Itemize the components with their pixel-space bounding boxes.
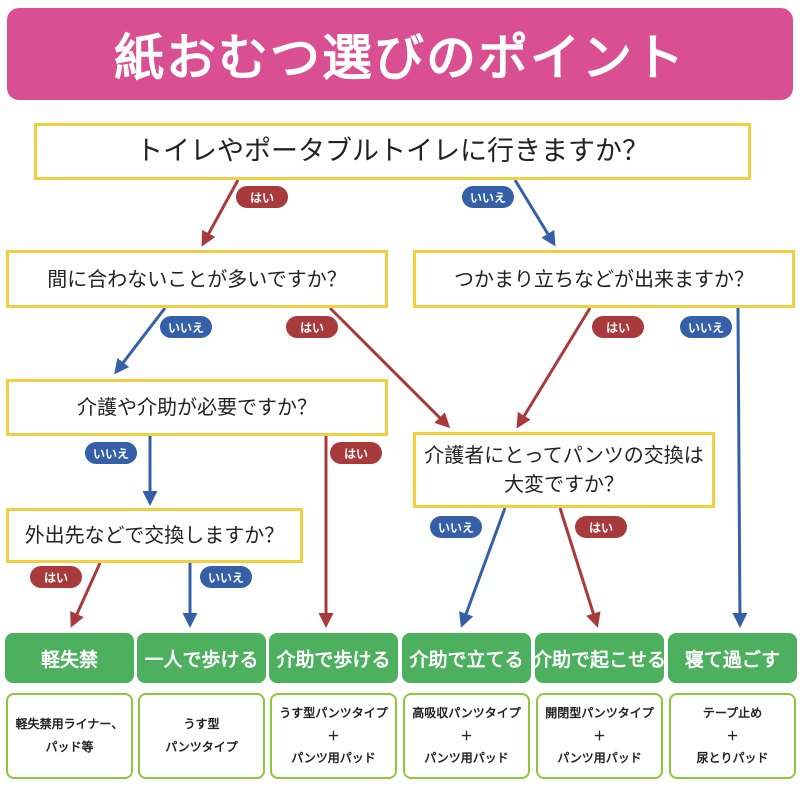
no-label-q2: いいえ [160,316,212,338]
product-walk-assisted: うす型パンツタイプ ＋ パンツ用パッド [270,693,397,779]
yes-label-q3: はい [592,316,644,338]
question-often-late-text: 間に合わないことが多いですか？ [47,266,347,291]
product-sit-up-assisted: 開閉型パンツタイプ ＋ パンツ用パッド [536,693,663,779]
result-stand-assisted-label: 介助で立てる [409,648,524,671]
question-care-needed: 介護や介助が必要ですか？ [6,379,388,436]
product-line: 軽失禁用ライナー、 [15,717,124,732]
arrow-q3-no [732,307,748,628]
arrow-q2-no [114,307,167,375]
product-line: パッド等 [45,740,94,754]
result-walk-assisted: 介助で歩ける [269,633,398,683]
result-sit-up-assisted: 介助で起こせる [533,633,667,683]
arrow-q5-no [459,507,507,628]
question-toilet-text: トイレやポータブルトイレに行きますか？ [136,135,649,167]
question-change-outside: 外出先などで交換しますか？ [6,508,303,563]
product-plus: ＋ [460,728,473,743]
product-line: テープ止め [702,705,763,720]
product-line: うす型パンツタイプ [279,705,388,720]
question-care-needed-text: 介護や介助が必要ですか？ [77,395,317,419]
no-label-q1: いいえ [462,186,514,208]
product-stand-assisted: 高吸収パンツタイプ ＋ パンツ用パッド [403,693,530,779]
product-plus: ＋ [327,728,340,743]
result-walk-alone: 一人で歩ける [137,633,266,683]
arrow-q2-yes [328,306,451,429]
product-plus: ＋ [726,728,739,743]
yes-label-q1: はい [236,186,288,208]
result-bedridden: 寝て過ごす [668,633,797,683]
result-walk-alone-label: 一人で歩ける [144,648,259,671]
question-stand-holding-text: つかまり立ちなどが出来ますか？ [454,266,754,291]
page-title: 紙おむつ選びのポイント [114,29,686,87]
title-banner: 紙おむつ選びのポイント [7,8,793,100]
product-plus: ＋ [593,728,606,743]
product-walk-alone: うす型 パンツタイプ [138,693,265,779]
arrow-q3-yes [516,307,592,429]
yes-label-q4: はい [330,442,382,464]
question-stand-holding: つかまり立ちなどが出来ますか？ [413,250,795,308]
product-line: パンツ用パッド [424,751,509,766]
yes-label-q6: はい [30,566,82,588]
result-bedridden-label: 寝て過ごす [684,648,781,671]
product-line: 開閉型パンツタイプ [545,705,654,720]
product-bedridden: テープ止め ＋ 尿とりパッド [669,693,796,779]
result-stand-assisted: 介助で立てる [402,633,531,683]
arrow-q1-yes [201,179,240,247]
question-often-late: 間に合わないことが多いですか？ [6,250,388,308]
arrow-q1-no [513,179,556,247]
product-line: 尿とりパッド [696,751,769,766]
yes-label-q5: はい [575,516,627,538]
result-light-incontinence-label: 軽失禁 [40,648,98,671]
no-label-q5: いいえ [430,516,482,538]
product-line: パンツタイプ [165,740,238,754]
product-line: うす型 [183,717,220,732]
question-change-hard-text: 介護者にとってパンツの交換は大変ですか？ [424,443,704,496]
product-line: 高吸収パンツタイプ [412,705,521,720]
question-change-outside-text: 外出先などで交換しますか？ [24,523,285,547]
no-label-q6: いいえ [200,566,252,588]
product-line: パンツ用パッド [291,751,376,766]
no-label-q3: いいえ [680,316,732,338]
product-line: パンツ用パッド [557,751,642,766]
question-toilet: トイレやポータブルトイレに行きますか？ [34,123,751,180]
result-light-incontinence: 軽失禁 [5,633,134,683]
question-change-hard: 介護者にとってパンツの交換は大変ですか？ [413,432,715,508]
arrow-q6-yes [70,562,102,628]
result-walk-assisted-label: 介助で歩ける [276,648,391,671]
yes-label-q2: はい [286,316,338,338]
product-light-incontinence: 軽失禁用ライナー、 パッド等 [6,693,133,779]
no-label-q4: いいえ [85,442,137,464]
result-sit-up-assisted-label: 介助で起こせる [533,648,667,671]
arrow-q5-yes [558,507,601,628]
